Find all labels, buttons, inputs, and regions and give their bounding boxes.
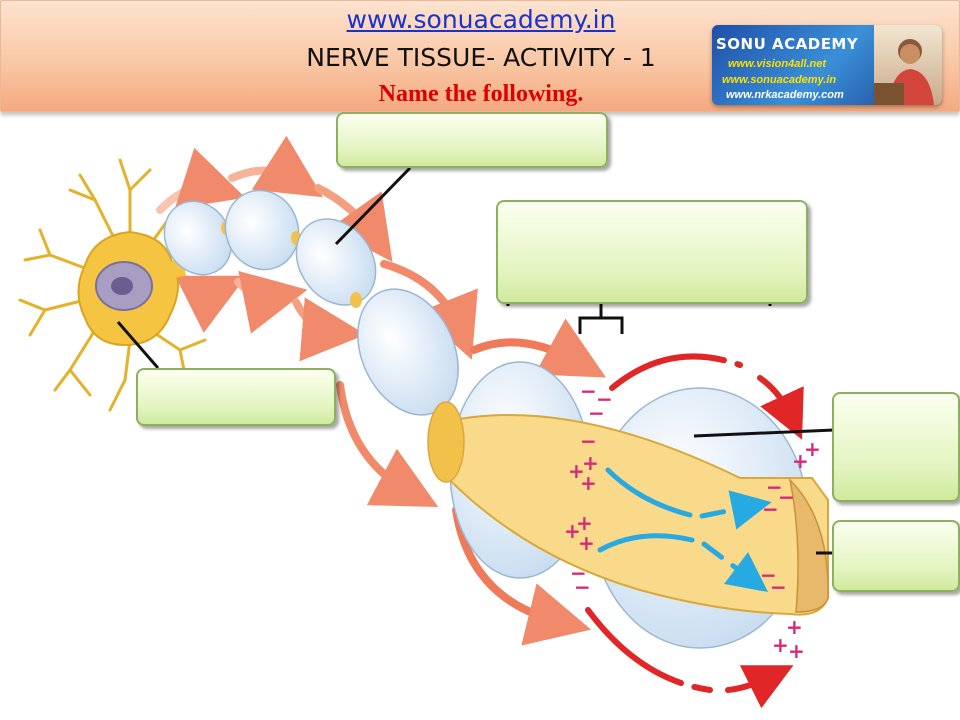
plus-charge: + <box>578 531 595 555</box>
academy-logo: SONU ACADEMY www.vision4all.net www.sonu… <box>712 25 942 105</box>
logo-line-1: www.vision4all.net <box>728 58 827 70</box>
minus-charge: − <box>762 497 779 521</box>
myelin-segment <box>224 189 300 271</box>
action-potential-arrow-lower-head <box>725 665 794 709</box>
teacher-photo <box>874 25 942 105</box>
current-arrow <box>380 260 478 360</box>
minus-charge: − <box>588 401 605 425</box>
answer-box-top[interactable] <box>336 112 608 168</box>
plus-charge: + <box>580 471 597 495</box>
action-potential-arrows <box>585 353 804 709</box>
header-banner: www.sonuacademy.in NERVE TISSUE- ACTIVIT… <box>0 0 960 112</box>
axon-cut-end <box>788 477 829 613</box>
answer-box-right-large[interactable] <box>496 200 808 304</box>
minus-charge: − <box>760 563 777 587</box>
current-arrow <box>470 318 607 378</box>
ion-flow-arrow-lower <box>597 533 695 553</box>
leader-line-left <box>116 321 160 369</box>
plus-charge: + <box>772 633 789 657</box>
current-arrow <box>292 297 366 362</box>
page-title: NERVE TISSUE- ACTIVITY - 1 <box>306 43 656 72</box>
minus-charge: − <box>570 561 587 585</box>
answer-box-left[interactable] <box>136 368 336 426</box>
action-potential-arrow-lower <box>585 607 713 693</box>
nucleolus <box>111 277 133 295</box>
plus-charge: + <box>568 459 585 483</box>
ion-flow-arrow-lower-head <box>701 541 768 592</box>
minus-charge: − <box>778 485 795 509</box>
plus-charge: + <box>576 511 593 535</box>
leader-line-right-upper <box>693 428 835 438</box>
minus-charge: − <box>580 379 597 403</box>
membrane-charges: − − − − + + + + + + − − + + − − − − − + … <box>564 379 821 663</box>
node-of-ranvier <box>350 292 362 308</box>
plus-charge: + <box>582 451 599 475</box>
answer-box-right-upper[interactable] <box>832 392 960 502</box>
logo-brand: SONU ACADEMY <box>716 35 859 53</box>
bracket-node-of-ranvier <box>578 302 624 334</box>
plus-charge: + <box>564 519 581 543</box>
minus-charge: − <box>574 575 591 599</box>
ion-flow-arrows <box>597 467 772 592</box>
plus-charge: + <box>804 437 821 461</box>
leader-line-top <box>334 166 412 246</box>
plus-charge: + <box>792 449 809 473</box>
action-potential-arrow-upper-head <box>757 375 804 440</box>
ion-flow-arrow-upper-head <box>699 490 772 530</box>
current-arrow <box>156 147 246 214</box>
plus-charge: + <box>786 615 803 639</box>
neuron-cell-body <box>18 158 207 412</box>
site-link[interactable]: www.sonuacademy.in <box>346 5 616 34</box>
minus-charge: − <box>580 429 597 453</box>
minus-charge: − <box>770 575 787 599</box>
current-arrow <box>336 381 439 508</box>
answer-box-right-lower[interactable] <box>832 520 960 592</box>
current-arrow <box>452 506 592 646</box>
instruction-subtitle: Name the following. <box>378 81 584 107</box>
logo-line-2: www.sonuacademy.in <box>722 74 837 86</box>
minus-charge: − <box>766 475 783 499</box>
current-arrow <box>175 275 247 333</box>
action-potential-arrow-upper <box>609 353 743 391</box>
current-arrow <box>228 135 323 198</box>
local-current-arrows-upper <box>156 135 607 378</box>
plus-charge: + <box>788 639 805 663</box>
axon-hillock-node <box>427 401 465 483</box>
logo-line-3: www.nrkacademy.com <box>726 89 844 101</box>
current-arrow <box>234 270 308 334</box>
local-current-arrows-lower <box>175 270 592 646</box>
current-arrow <box>314 184 393 263</box>
myelin-segment <box>295 218 377 306</box>
minus-charge: − <box>596 387 613 411</box>
ion-flow-arrow-upper <box>605 467 693 518</box>
